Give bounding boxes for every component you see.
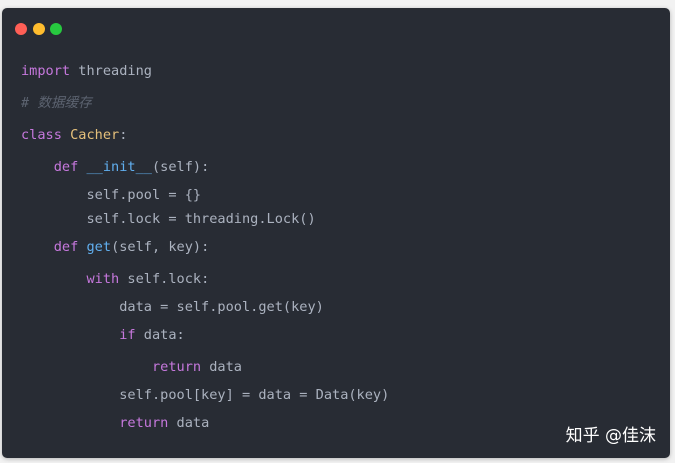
code-line: import threading xyxy=(21,62,152,80)
comment-token: # 数据缓存 xyxy=(21,95,92,111)
watermark: 知乎 @佳沫 xyxy=(565,426,656,446)
close-dot-icon xyxy=(15,23,27,35)
code-line: return data xyxy=(21,358,242,376)
maximize-dot-icon xyxy=(50,23,62,35)
keyword-token: return xyxy=(119,415,169,431)
code-token: data xyxy=(168,415,210,431)
code-token: self.lock: xyxy=(119,271,210,287)
code-line: if data: xyxy=(21,326,185,344)
code-line: def __init__(self): xyxy=(21,158,210,176)
keyword-token: return xyxy=(151,359,202,375)
code-token: data xyxy=(201,359,242,375)
code-line: self.pool[key] = data = Data(key) xyxy=(21,386,389,404)
keyword-token: with xyxy=(86,271,120,287)
keyword-token: if xyxy=(119,327,136,343)
code-token xyxy=(62,127,70,143)
code-token: data = self.pool.get(key) xyxy=(119,299,324,315)
code-token: (self, key): xyxy=(111,239,210,255)
keyword-token: class xyxy=(21,127,62,143)
code-token: : xyxy=(119,127,128,143)
code-line: data = self.pool.get(key) xyxy=(21,298,324,316)
code-window: import threading # 数据缓存 class Cacher: def … xyxy=(2,8,670,458)
code-line: self.pool = {} xyxy=(21,186,201,204)
code-token: (self): xyxy=(151,159,210,175)
code-token: self.pool[key] = data = Data(key) xyxy=(119,387,390,403)
code-line: # 数据缓存 xyxy=(21,94,92,112)
class-token: Cacher xyxy=(70,127,120,143)
minimize-dot-icon xyxy=(33,23,45,35)
code-line: self.lock = threading.Lock() xyxy=(21,210,316,228)
code-token xyxy=(78,159,86,175)
code-token: threading xyxy=(70,63,152,79)
keyword-token: import xyxy=(21,63,71,79)
code-line: return data xyxy=(21,414,209,432)
code-line: def get(self, key): xyxy=(21,238,210,256)
code-token: self.pool = {} xyxy=(86,187,202,203)
function-token: get xyxy=(86,239,112,255)
keyword-token: def xyxy=(53,159,79,175)
keyword-token: def xyxy=(53,239,79,255)
code-line: class Cacher: xyxy=(21,126,127,144)
code-line: with self.lock: xyxy=(21,270,209,288)
code-token: data: xyxy=(135,327,185,343)
code-token xyxy=(78,239,86,255)
code-token: self.lock = threading.Lock() xyxy=(86,211,316,227)
function-token: __init__ xyxy=(86,159,152,175)
